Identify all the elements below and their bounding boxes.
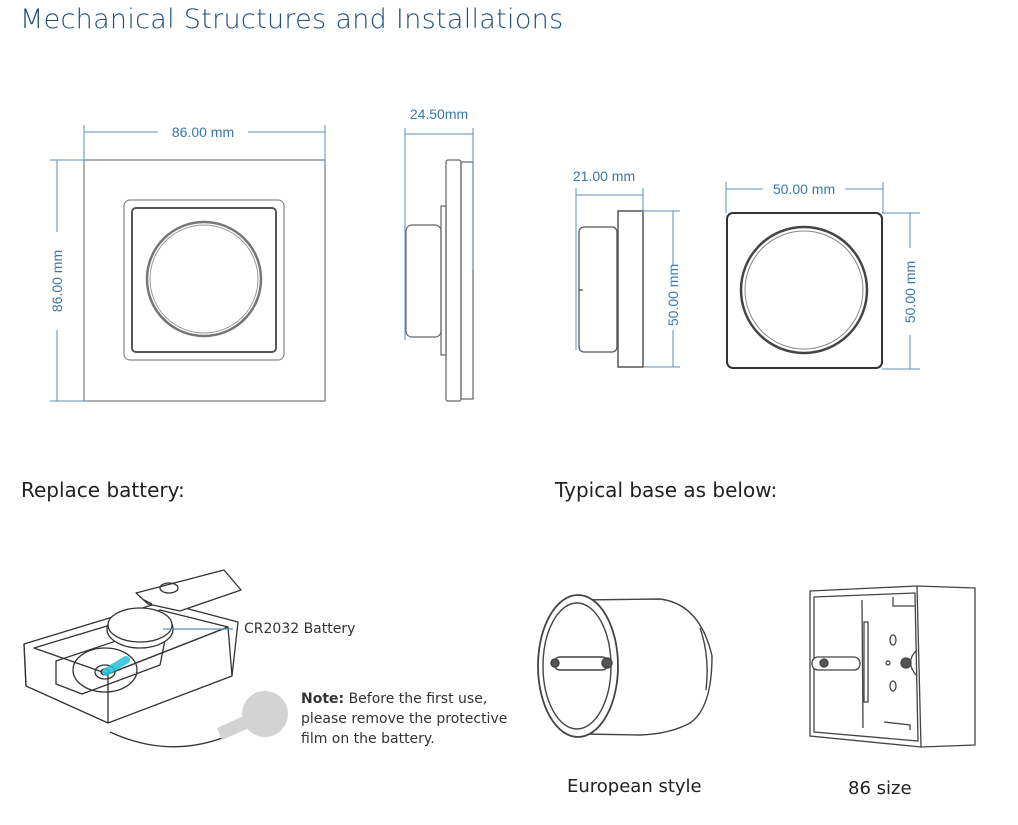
- side-view-dimension-lines: [404, 128, 474, 340]
- european-style-base-drawing: [537, 594, 713, 738]
- knob-side-view-drawing: [578, 210, 644, 368]
- insert-arrow-highlight: [102, 656, 130, 676]
- european-style-caption: European style: [567, 776, 702, 797]
- replace-battery-heading: Replace battery:: [21, 478, 185, 502]
- protective-film-note: Note: Before the first use, please remov…: [301, 689, 511, 749]
- 86-size-caption: 86 size: [848, 778, 912, 799]
- knob-side-dimension-lines: [575, 188, 680, 368]
- knob-front-dimension-lines: [725, 182, 920, 370]
- front-height-dimension: 86.00 mm: [49, 250, 65, 312]
- knob-front-height-dimension: 50.00 mm: [902, 261, 918, 323]
- note-text: Before the first use, please remove the …: [301, 691, 508, 747]
- side-view-drawing: [405, 159, 474, 402]
- knob-front-width-dimension: 50.00 mm: [773, 181, 835, 197]
- front-view-drawing: [83, 159, 326, 402]
- side-depth-dimension: 24.50mm: [410, 106, 468, 122]
- front-width-dimension: 86.00 mm: [172, 124, 234, 140]
- knob-front-view-drawing: [726, 212, 883, 369]
- typical-base-heading: Typical base as below:: [555, 478, 778, 502]
- knob-side-depth-dimension: 21.00 mm: [573, 168, 635, 184]
- front-view-dimension-lines: [50, 125, 326, 402]
- page-title: Mechanical Structures and Installations: [20, 4, 564, 35]
- protective-film-icon: [217, 691, 288, 740]
- note-label: Note:: [301, 691, 345, 707]
- battery-replacement-illustration: [23, 569, 242, 748]
- knob-side-height-dimension: 50.00 mm: [665, 264, 681, 326]
- battery-label: CR2032 Battery: [244, 621, 356, 637]
- 86-size-base-drawing: [809, 585, 976, 748]
